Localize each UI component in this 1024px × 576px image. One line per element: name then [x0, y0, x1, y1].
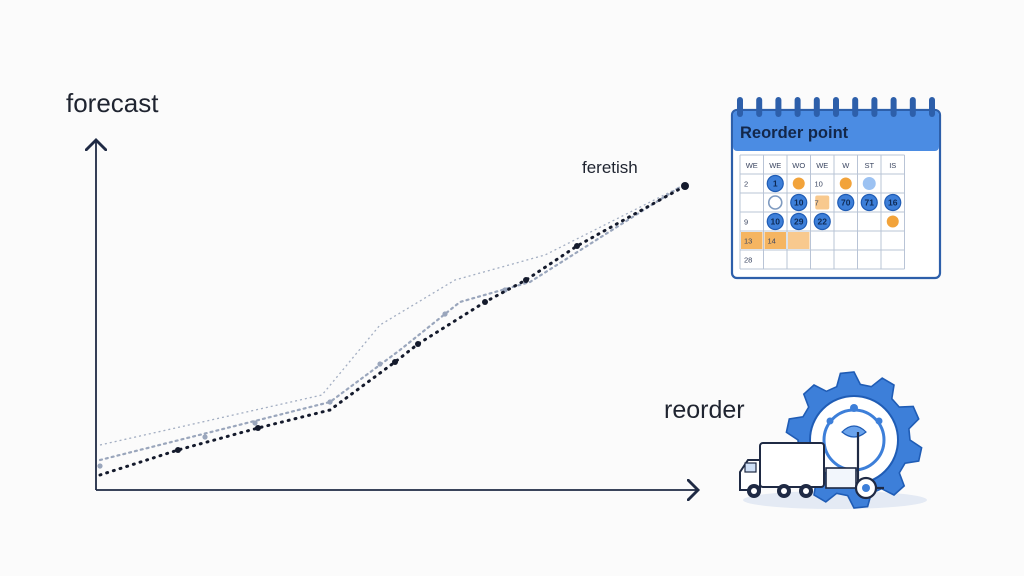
calendar-ring	[871, 97, 878, 117]
truck-cargo	[759, 442, 825, 488]
main-trend-point	[255, 425, 261, 431]
calendar-marker	[884, 193, 902, 212]
calendar-marker	[764, 232, 786, 249]
calendar-ring	[852, 97, 859, 117]
calendar-marker	[766, 212, 784, 231]
calendar-weekday: ST	[864, 161, 874, 170]
calendar-ring	[794, 97, 801, 117]
main-trend-point	[392, 359, 398, 365]
calendar-marker	[886, 215, 899, 228]
calendar-day: 9	[744, 218, 748, 227]
middle-trend-point	[202, 434, 208, 440]
calendar-ring	[833, 97, 839, 117]
calendar-day: 22	[818, 217, 828, 227]
calendar-grid	[739, 154, 905, 270]
calendar-marker	[790, 212, 808, 231]
calendar-marker	[767, 195, 783, 210]
calendar-marker	[815, 195, 830, 210]
calendar-ring	[775, 97, 782, 117]
calendar-marker	[788, 232, 810, 249]
main-trend-points	[175, 182, 689, 453]
middle-trend-points	[97, 287, 508, 469]
logistics-icon	[739, 371, 927, 509]
truck-icon	[739, 442, 825, 498]
middle-trend-point	[97, 463, 103, 469]
calendar-day: 7	[815, 199, 819, 208]
middle-trend-point	[327, 399, 333, 405]
calendar-rings	[737, 97, 935, 117]
main-trend-endpoint	[681, 182, 689, 190]
middle-trend-point	[252, 420, 258, 426]
calendar-marker	[766, 174, 784, 193]
calendar-days: 2 1 10 10 7 70 71 16 9 10 29 22 13 14 28	[744, 179, 898, 265]
calendar-day: 28	[744, 256, 752, 265]
calendar-marker	[837, 193, 855, 212]
calendar-ring	[756, 97, 763, 117]
calendar-day: 13	[744, 237, 752, 246]
middle-trend-point	[377, 361, 383, 367]
calendar-ring	[909, 97, 916, 117]
calendar-weekday: W	[842, 161, 850, 170]
calendar-weekday: WE	[769, 161, 781, 170]
calendar-day: 71	[865, 198, 875, 208]
calendar-weekday: WE	[746, 161, 758, 170]
calendar-day: 10	[771, 217, 781, 227]
calendar-marker	[813, 212, 831, 231]
main-trend-point	[415, 341, 421, 347]
calendar-header	[733, 111, 939, 151]
middle-trend-point	[442, 311, 448, 317]
calendar-weekday: IS	[889, 161, 896, 170]
calendar-icon: Reorder point WE WE WO WE W ST IS 2 1 10 10 7 70 71 1…	[730, 97, 942, 280]
calendar-marker	[741, 232, 763, 249]
main-trend-point	[574, 243, 580, 249]
calendar-marker	[792, 177, 805, 190]
forecast-label: forecast	[66, 88, 159, 118]
main-trend-line	[98, 184, 687, 477]
calendar-day: 16	[888, 198, 898, 208]
calendar-day: 10	[815, 180, 823, 189]
calendar-day: 10	[794, 198, 804, 208]
upper-trend-line	[99, 186, 681, 446]
main-trend-point	[523, 277, 529, 283]
calendar-ring	[737, 97, 743, 117]
calendar-day: 2	[744, 180, 748, 189]
calendar-ring	[890, 97, 897, 117]
calendar-day: 14	[768, 237, 776, 246]
calendar-marker	[862, 177, 876, 190]
calendar-day: 29	[794, 217, 804, 227]
calendar-day: 1	[773, 179, 778, 189]
calendar-weekdays: WE WE WO WE W ST IS	[746, 161, 897, 170]
calendar-markers	[741, 174, 902, 249]
calendar-weekday: WO	[792, 161, 805, 170]
calendar-weekday: WE	[816, 161, 828, 170]
calendar-ring	[929, 97, 935, 117]
forklift-icon	[825, 432, 884, 500]
calendar-ring	[813, 97, 820, 117]
middle-trend-line	[98, 185, 682, 462]
calendar-title: Reorder point	[740, 124, 849, 142]
reorder-label: reorder	[664, 396, 745, 424]
main-trend-point	[482, 299, 488, 305]
calendar-marker	[860, 193, 878, 212]
main-trend-point	[175, 447, 181, 453]
feretish-label: feretish	[582, 158, 638, 177]
calendar-marker	[790, 193, 808, 212]
calendar-marker	[839, 177, 852, 190]
calendar-day: 70	[841, 198, 851, 208]
